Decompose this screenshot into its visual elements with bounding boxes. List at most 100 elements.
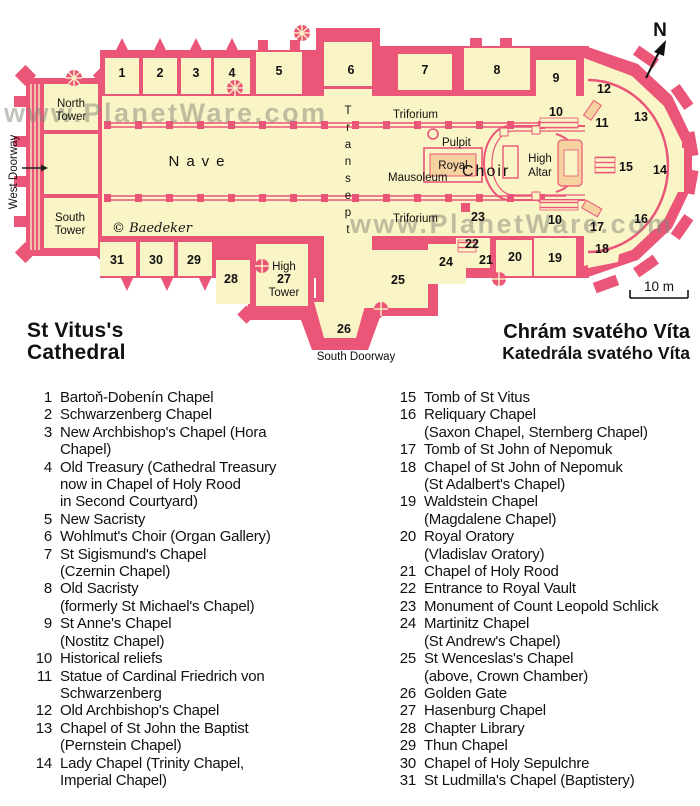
legend-item-text: Old Archbishop's Chapel: [60, 702, 376, 719]
map-number-10-north: 10: [549, 105, 563, 119]
legend-item-line: New Archbishop's Chapel (Hora: [60, 423, 267, 441]
title-line-1: St Vitus's: [27, 319, 124, 342]
map-number-30: 30: [149, 253, 163, 267]
legend-item-number: 28: [399, 719, 416, 737]
legend-item-number: 21: [399, 563, 416, 581]
legend-item-number: 15: [399, 389, 416, 406]
map-number-12: 12: [597, 82, 611, 96]
legend-item-text: Wohlmut's Choir (Organ Gallery): [60, 528, 376, 545]
legend-item-text: Entrance to Royal Vault: [424, 580, 696, 597]
label-high-altar-2: Altar: [528, 167, 552, 179]
map-number-22: 22: [465, 237, 479, 251]
legend-item: 1 Bartoň-Dobenín Chapel: [26, 389, 376, 406]
map-number-16: 16: [634, 212, 648, 226]
legend-item-line: Royal Oratory: [424, 528, 514, 546]
legend-item: 8 Old Sacristy(formerly St Michael's Chap…: [26, 580, 376, 615]
legend-item-text: New Sacristy: [60, 511, 376, 528]
legend-item-text: Old Sacristy(formerly St Michael's Chape…: [60, 580, 376, 615]
legend-item-line: Schwarzenberg Chapel: [60, 406, 212, 424]
legend-item-line: St Wenceslas's Chapel: [424, 650, 574, 668]
legend-item-number: 9: [43, 615, 52, 633]
legend-item-line: Tomb of St Vitus: [424, 389, 530, 406]
legend-item-line: Chapel of St John the Baptist: [60, 719, 249, 737]
legend-item-line: (formerly St Michael's Chapel): [60, 597, 255, 615]
legend-item-number: 18: [399, 458, 416, 476]
legend-item-number: 23: [399, 597, 416, 615]
map-number-9: 9: [553, 71, 560, 85]
room-label-nave: Nave: [168, 153, 231, 170]
map-number-27: 27: [277, 272, 291, 286]
legend-item-line: New Sacristy: [60, 510, 146, 528]
label-triforium-north: Triforium: [393, 109, 438, 121]
map-number-11: 11: [595, 116, 608, 130]
legend-item-line: Chapel): [60, 441, 112, 459]
legend-item-text: Chapel of St John of Nepomuk(St Adalbert…: [424, 459, 696, 494]
legend-item-line: Hasenburg Chapel: [424, 702, 546, 720]
legend-item-text: Bartoň-Dobenín Chapel: [60, 389, 376, 406]
legend-item-text: Waldstein Chapel(Magdalene Chapel): [424, 493, 696, 528]
legend-item-line: Statue of Cardinal Friedrich von: [60, 667, 265, 685]
legend-item-line: Chapel of Holy Rood: [424, 563, 559, 581]
legend-item-line: Schwarzenberg: [60, 684, 162, 702]
legend-item-line: Bartoň-Dobenín Chapel: [60, 389, 214, 406]
map-number-15: 15: [619, 160, 633, 174]
map-number-28: 28: [224, 272, 238, 286]
legend-item-line: (Pernstein Chapel): [60, 737, 182, 755]
rosette-windows: [66, 25, 506, 316]
legend-item-number: 22: [399, 580, 416, 598]
legend-item-number: 1: [43, 389, 52, 406]
legend-item-number: 8: [43, 580, 52, 598]
legend-item-line: (Czernin Chapel): [60, 563, 171, 581]
map-number-24: 24: [439, 255, 453, 269]
legend-item-text: Thun Chapel: [424, 737, 696, 754]
legend-item-line: Entrance to Royal Vault: [424, 580, 576, 598]
legend-item-text: Chapel of St John the Baptist(Pernstein …: [60, 720, 376, 755]
legend-item-line: St Anne's Chapel: [60, 615, 172, 633]
legend-item-line: Chapter Library: [424, 719, 525, 737]
legend-item-line: Thun Chapel: [424, 737, 508, 755]
map-number-26: 26: [337, 322, 351, 336]
legend-item-line: Reliquary Chapel: [424, 406, 536, 424]
map-number-5: 5: [276, 64, 283, 78]
legend-item-text: Historical reliefs: [60, 650, 376, 667]
legend-item-number: 26: [399, 684, 416, 702]
legend-item-line: (Vladislav Oratory): [424, 545, 545, 563]
label-south-tower-2: Tower: [55, 225, 86, 237]
legend-item-text: St Ludmilla's Chapel (Baptistery): [424, 772, 696, 789]
legend-item-text: Reliquary Chapel(Saxon Chapel, Sternberg…: [424, 406, 696, 441]
legend-item-line: St Ludmilla's Chapel (Baptistery): [424, 771, 635, 789]
scale-label: 10 m: [644, 279, 674, 294]
map-number-23: 23: [471, 210, 485, 224]
legend-item-line: (Saxon Chapel, Sternberg Chapel): [424, 423, 648, 441]
legend-item-line: Lady Chapel (Trinity Chapel,: [60, 754, 244, 772]
map-number-6: 6: [348, 63, 355, 77]
label-pulpit: Pulpit: [442, 137, 472, 149]
legend-item-text: Hasenburg Chapel: [424, 702, 696, 719]
legend-item-number: 10: [35, 650, 52, 668]
legend-item-text: Tomb of St John of Nepomuk: [424, 441, 696, 458]
room-label-choir: Choir: [462, 163, 510, 180]
map-number-31: 31: [110, 253, 124, 267]
map-title-czech: Chrám svatého Víta Katedrála svatého Vít…: [502, 322, 690, 364]
map-number-4: 4: [229, 66, 236, 80]
legend-item: 18 Chapel of St John of Nepomuk(St Adalbe…: [390, 459, 696, 494]
map-number-21: 21: [479, 253, 493, 267]
legend-item-line: Historical reliefs: [60, 650, 163, 668]
legend-item-text: St Wenceslas's Chapel(above, Crown Chamb…: [424, 650, 696, 685]
label-south-doorway: South Doorway: [317, 351, 396, 363]
map-number-14: 14: [653, 163, 667, 177]
label-north-tower-2: Tower: [56, 111, 87, 123]
legend-item-line: St Sigismund's Chapel: [60, 545, 207, 563]
